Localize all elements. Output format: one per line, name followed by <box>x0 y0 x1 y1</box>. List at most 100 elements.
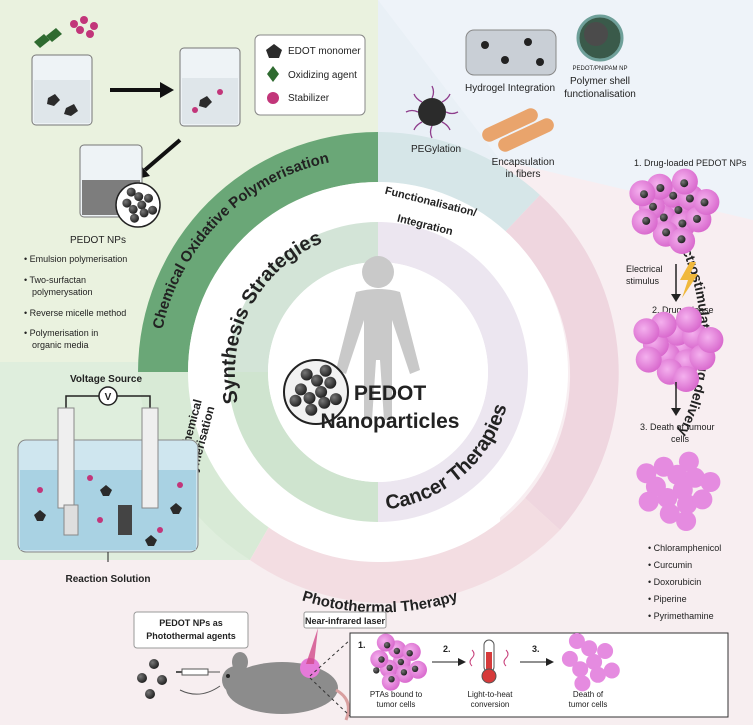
tumor-cell <box>636 463 657 484</box>
c3-label-1: Death of <box>573 690 604 699</box>
tumor-cell <box>603 662 620 679</box>
thermometer-icon <box>469 639 509 684</box>
nanoparticle-dot <box>383 642 391 649</box>
tumor-cell <box>638 491 659 512</box>
drug-step1-label: 1. Drug-loaded PEDOT NPs <box>634 158 747 168</box>
tumor-cell <box>692 489 713 510</box>
oxidizing-agent-legend-icon <box>267 66 279 82</box>
svg-text:• Doxorubicin: • Doxorubicin <box>648 577 701 587</box>
tumor-cell <box>589 666 606 683</box>
method-emulsion: Emulsion polymerisation <box>30 254 128 264</box>
nanoparticle-dot <box>134 192 144 202</box>
tumor-cell <box>572 661 589 678</box>
fiber-icon <box>482 108 554 152</box>
nanoparticle-dot <box>656 184 665 192</box>
nanoparticle-dot <box>137 200 147 210</box>
tumor-cell <box>697 327 724 353</box>
tumor-cell <box>675 306 702 333</box>
reaction-solution-label: Reaction Solution <box>66 574 151 585</box>
legend-stabilizer: Stabilizer <box>288 93 330 104</box>
nanoparticle-dot <box>329 393 342 406</box>
electrode-right-icon <box>141 407 159 509</box>
nanoparticle-dot <box>300 368 313 381</box>
pegylation-label: PEGylation <box>411 144 461 155</box>
nanoparticle-dot <box>144 193 153 203</box>
drug-bullet-icon: • <box>648 543 651 553</box>
stabilizer-legend-icon <box>267 92 279 104</box>
nanoparticle-dot <box>122 198 132 208</box>
nanoparticle-dot <box>640 190 648 199</box>
nanoparticle-dot <box>700 198 709 207</box>
hydrogel-icon <box>465 29 557 76</box>
tumor-cell <box>678 451 699 472</box>
photo-step2: 2. <box>443 644 451 654</box>
nanoparticle-dot <box>126 187 136 197</box>
nanoparticle-dot <box>659 213 668 222</box>
tumor-cell <box>685 467 705 488</box>
pedot-nps-label: PEDOT NPs <box>70 235 126 246</box>
photo-step3: 3. <box>532 644 540 654</box>
electrochem-panel: Voltage Source V Reaction Solution <box>17 374 199 585</box>
tumor-cell <box>700 472 721 492</box>
nanoparticle-dot <box>315 386 328 398</box>
pegylation-icon <box>405 85 459 139</box>
svg-text:• Piperine: • Piperine <box>648 594 687 604</box>
stimulus-label-1: Electrical <box>626 264 663 274</box>
c1-label-2: tumor cells <box>377 700 416 709</box>
nanoparticle-dot <box>397 658 405 666</box>
oxidizing-agent-icon <box>34 28 62 48</box>
nanoparticle-dot <box>386 664 393 671</box>
nanoparticle-dot <box>669 191 678 200</box>
nanoparticles-icon <box>137 659 167 699</box>
method-two-surfactant: Two-surfactan <box>30 275 87 285</box>
svg-text:• Curcumin: • Curcumin <box>648 560 692 570</box>
dead-tumor-cells-icon <box>561 633 620 692</box>
center-title-line1: PEDOT <box>354 382 427 405</box>
human-silhouette <box>336 256 420 420</box>
nanoparticle-dot <box>139 208 149 218</box>
nanoparticle-dot <box>148 205 158 215</box>
nanoparticle-dot <box>305 403 318 416</box>
photo-panel: PEDOT NPs as Photothermal agents Near-in… <box>133 611 729 721</box>
tumor-cell <box>574 675 591 692</box>
polymer-shell-label-1: Polymer shell <box>570 76 630 87</box>
voltmeter-icon <box>98 386 118 406</box>
mouse-icon <box>222 652 350 721</box>
lightning-icon <box>680 262 698 298</box>
tumor-cell <box>635 346 662 373</box>
nanoparticle-dot <box>685 194 694 203</box>
nanoparticle-dot <box>411 665 419 672</box>
nanoparticle-dot <box>303 392 316 404</box>
agents-label-1: PEDOT NPs as <box>159 618 223 628</box>
method-organic: Polymerisation in <box>30 328 99 338</box>
stimulus-label-2: stimulus <box>626 276 660 286</box>
legend-box <box>254 34 366 116</box>
edot-monomer-icon <box>266 44 282 58</box>
tumor-cell <box>673 366 700 392</box>
polymer-shell-label-2: functionalisation <box>564 89 636 100</box>
tumor-cell <box>633 318 660 345</box>
nanoparticle-dot <box>662 228 671 237</box>
drug-panel: 1. Drug-loaded PEDOT NPs Electrical stim… <box>626 158 747 621</box>
nanoparticle-dot <box>294 383 307 396</box>
agents-label-2: Photothermal agents <box>146 631 236 641</box>
nanoparticle-dot <box>693 214 701 223</box>
drug-piperine: Piperine <box>654 594 687 604</box>
nanoparticle-dot <box>680 179 689 188</box>
nanoparticle-dot <box>393 647 401 655</box>
tumor-cell <box>568 633 585 649</box>
c2-label-2: conversion <box>471 700 510 709</box>
nanoparticle-dot <box>674 206 683 214</box>
nanoparticle-dot <box>318 396 331 409</box>
nanoparticle-dot <box>678 219 687 228</box>
svg-text:• Chloramphenicol: • Chloramphenicol <box>648 543 721 553</box>
tumor-cell <box>586 654 603 670</box>
inner-ring <box>228 222 528 522</box>
tumor-cell <box>597 643 614 659</box>
nanoparticle-dot <box>400 669 408 676</box>
tumor-cell <box>677 494 697 515</box>
drug-chloramphenicol: Chloramphenicol <box>654 543 722 553</box>
voltmeter-symbol: V <box>105 392 112 403</box>
nanoparticle-dot <box>677 235 686 244</box>
nanoparticle-dot <box>378 656 385 663</box>
